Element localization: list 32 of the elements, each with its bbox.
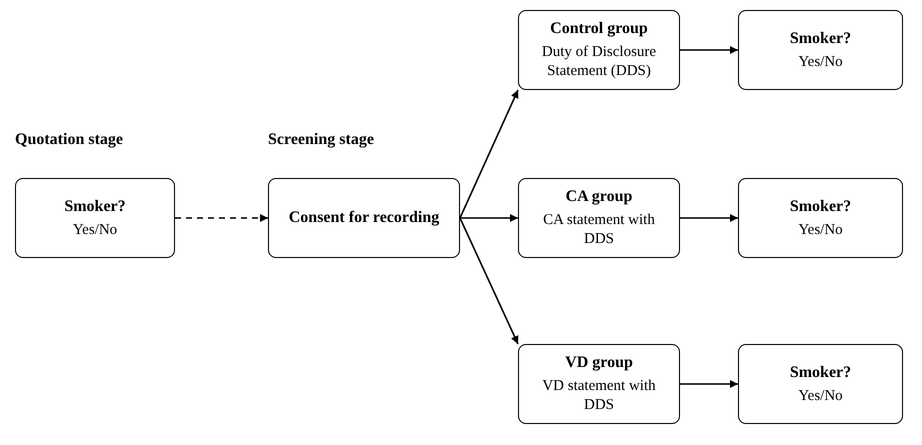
process-box <box>738 10 903 90</box>
box-heading: CA group <box>566 187 632 207</box>
box-text: Yes/No <box>72 220 118 240</box>
arrow <box>680 214 738 222</box>
arrow <box>460 214 518 222</box>
stage-heading: Quotation stage <box>15 130 123 150</box>
box-text: CA statement with DDS <box>542 211 656 249</box>
box-text: Duty of Disclosure Statement (DDS) <box>540 43 658 81</box>
arrow <box>459 218 519 344</box>
box-text: Yes/No <box>798 386 843 406</box>
process-box <box>738 344 903 424</box>
process-box <box>518 344 680 424</box>
arrow <box>175 214 268 222</box>
box-heading: Smoker? <box>790 362 852 382</box>
arrow <box>680 46 738 54</box>
box-heading: Smoker? <box>64 196 126 216</box>
box-heading: Smoker? <box>790 28 852 48</box>
box-text: VD statement with DDS <box>541 377 657 415</box>
box-heading: Smoker? <box>790 196 852 216</box>
box-heading: Control group <box>550 19 648 39</box>
process-box <box>518 178 680 258</box>
box-text: Yes/No <box>798 220 843 240</box>
arrow <box>680 380 738 388</box>
process-box <box>15 178 175 258</box>
box-text: Consent for recording <box>288 208 440 228</box>
stage-heading: Screening stage <box>268 130 374 150</box>
arrow <box>459 90 519 218</box>
process-box <box>738 178 903 258</box>
box-text: Yes/No <box>798 52 843 72</box>
box-heading: VD group <box>565 353 633 373</box>
process-box <box>518 10 680 90</box>
process-box <box>268 178 460 258</box>
